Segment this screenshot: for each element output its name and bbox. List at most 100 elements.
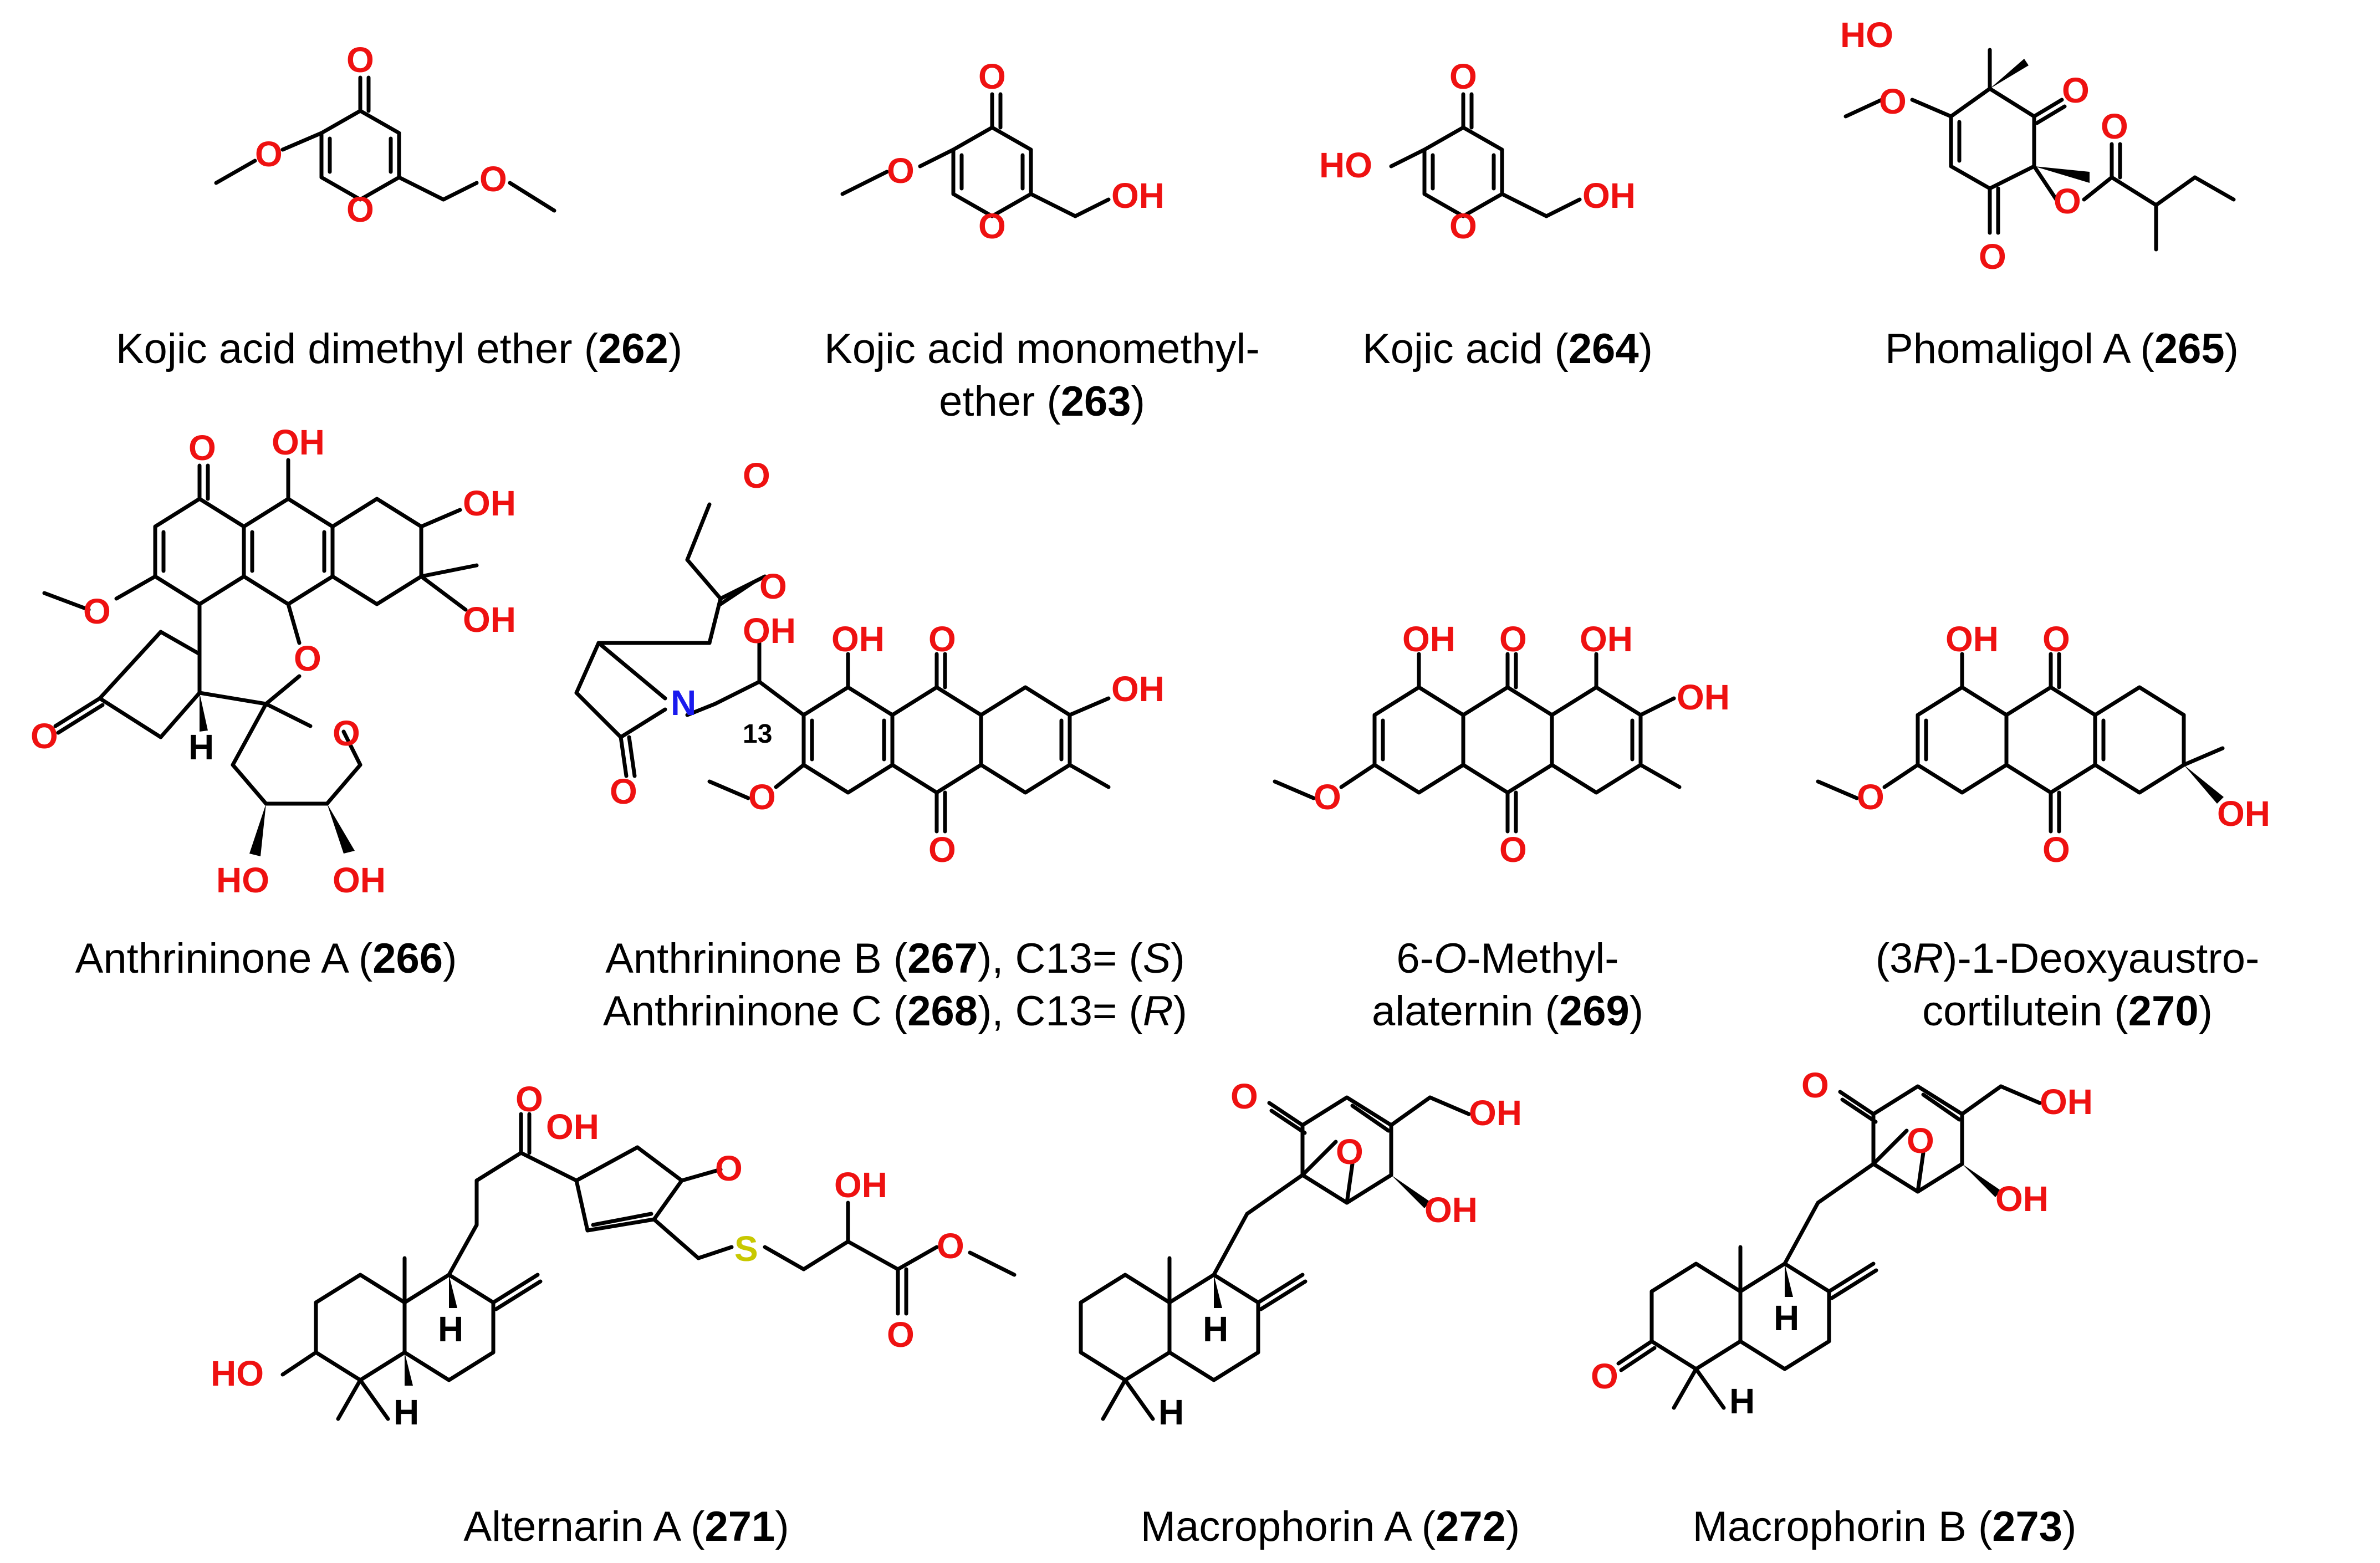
quinone-o-label: O <box>2042 619 2070 659</box>
ester-o-label: O <box>937 1226 964 1266</box>
hydroxyl-label: OH <box>1945 619 1999 659</box>
caption-266: Anthrininone A (266) <box>75 935 457 982</box>
hydroxyl-label: OH <box>1582 176 1636 216</box>
hydroxyl-label: OH <box>1111 176 1165 216</box>
ring-o-label: O <box>978 206 1006 246</box>
caption-269-line2: alaternin (269) <box>1372 988 1643 1035</box>
hydroxyl-label: OH <box>743 611 796 651</box>
methoxy-o-label: O <box>1857 777 1884 817</box>
ketone-o-label: O <box>30 716 58 756</box>
hydroxyl-label: HO <box>211 1353 264 1393</box>
hydroxyl-label: HO <box>216 860 269 900</box>
ring-o-label: O <box>346 190 374 229</box>
h-label: H <box>1158 1392 1184 1432</box>
quinone-o-label: O <box>928 619 956 659</box>
hydroxyl-label: OH <box>1580 619 1633 659</box>
hydroxyl-label: OH <box>546 1107 599 1147</box>
hydroxyl-label: OH <box>2217 794 2270 834</box>
h-label: H <box>188 727 214 767</box>
structure-267-268: O O N O OH 13 OH O O OH O <box>574 456 1165 870</box>
amide-n-label: N <box>671 683 696 723</box>
epoxide-o-label: O <box>1907 1121 1934 1161</box>
methoxy-o-label: O <box>1314 777 1341 817</box>
ketone-o-label: O <box>1979 237 2006 277</box>
hydroxyl-label: OH <box>1677 677 1730 717</box>
structure-264: O HO O OH <box>1319 57 1636 246</box>
quinone-o-label: O <box>1499 619 1527 659</box>
caption-273: Macrophorin B (273) <box>1693 1503 2077 1550</box>
quinone-o-label: O <box>928 830 956 870</box>
ketone-o-label: O <box>978 57 1006 96</box>
caption-262: Kojic acid dimethyl ether (262) <box>116 325 682 372</box>
methoxy-o-label: O <box>887 151 915 191</box>
hydroxyl-label: OH <box>1111 669 1165 709</box>
hydroxyl-label: OH <box>463 483 516 523</box>
hydroxyl-label: OH <box>2040 1082 2093 1122</box>
quinone-o-label: O <box>2042 830 2070 870</box>
structure-270: OH O O OH O <box>1816 619 2270 870</box>
caption-268: Anthrininone C (268), C13= (R) <box>603 988 1187 1035</box>
carbonyl-o-label: O <box>759 566 787 606</box>
hydroxyl-label: HO <box>1840 15 1893 55</box>
structure-262: O O O O <box>214 40 556 229</box>
hydroxyl-label: OH <box>463 600 516 640</box>
ring-o-label: O <box>333 713 360 753</box>
caption-267: Anthrininone B (267), C13= (S) <box>605 935 1185 982</box>
ring-o-label: O <box>1449 206 1477 246</box>
ketone-o-label: O <box>1801 1065 1829 1105</box>
ketone-o-label: O <box>1449 57 1477 96</box>
h-label: H <box>394 1392 419 1432</box>
methoxy-o-label: O <box>748 777 776 817</box>
ester-o-label: O <box>743 456 770 496</box>
ketone-o-label: O <box>515 1079 543 1119</box>
methoxy-o-label: O <box>255 134 283 174</box>
caption-265: Phomaligol A (265) <box>1885 325 2239 372</box>
hydroxyl-label: OH <box>333 860 386 900</box>
epoxide-o-label: O <box>1336 1132 1363 1172</box>
structure-273: O O OH OH O H H <box>1591 1065 2093 1421</box>
hydroxyl-label: OH <box>831 619 885 659</box>
ketone-o-label: O <box>1591 1356 1618 1396</box>
h-label: H <box>1774 1298 1799 1338</box>
caption-263-line2: ether (263) <box>939 378 1145 425</box>
structure-269: OH O OH OH O O <box>1273 619 1730 870</box>
caption-269-line1: 6-O-Methyl- <box>1396 935 1618 982</box>
caption-270-line2: cortilutein (270) <box>1922 988 2213 1035</box>
carbonyl-o-label: O <box>887 1315 915 1355</box>
thioether-s-label: S <box>734 1229 758 1269</box>
caption-271: Alternarin A (271) <box>463 1503 789 1550</box>
ether-o-label: O <box>479 159 507 199</box>
ketone-o-label: O <box>188 428 216 468</box>
hydroxyl-label: OH <box>834 1165 887 1205</box>
structure-266: O OH OH OH O O O O H HO OH <box>30 422 516 900</box>
methoxy-o-label: O <box>83 591 111 631</box>
structure-265: HO O O O O O <box>1840 15 2236 277</box>
h-label: H <box>438 1309 463 1349</box>
locant-13: 13 <box>743 719 772 749</box>
h-label: H <box>1203 1309 1228 1349</box>
structure-263: O O O OH <box>840 57 1165 246</box>
structure-271: O OH O S OH O O H H HO <box>211 1079 1017 1432</box>
carbonyl-o-label: O <box>2101 106 2128 146</box>
ketone-o-label: O <box>1230 1076 1258 1116</box>
ketone-o-label: O <box>2062 70 2090 110</box>
ether-o-label: O <box>294 639 321 678</box>
ketone-o-label: O <box>346 40 374 80</box>
hydroxyl-label: OH <box>272 422 325 462</box>
structure-272: O O OH OH H H <box>1079 1076 1522 1432</box>
caption-263-line1: Kojic acid monomethyl- <box>824 325 1260 372</box>
hydroxyl-label: OH <box>1469 1093 1522 1133</box>
hydroxyl-label: HO <box>1319 145 1372 185</box>
caption-272: Macrophorin A (272) <box>1141 1503 1520 1550</box>
caption-270-line1: (3R)-1-Deoxyaustro- <box>1876 935 2260 982</box>
quinone-o-label: O <box>1499 830 1527 870</box>
hydroxyl-label: OH <box>1995 1179 2049 1219</box>
lactam-o-label: O <box>610 772 637 811</box>
ester-o-label: O <box>2054 181 2081 221</box>
ketone-o-label: O <box>715 1148 743 1188</box>
hydroxyl-label: OH <box>1402 619 1455 659</box>
hydroxyl-label: OH <box>1424 1190 1478 1230</box>
caption-264: Kojic acid (264) <box>1362 325 1653 372</box>
h-label: H <box>1729 1381 1755 1421</box>
